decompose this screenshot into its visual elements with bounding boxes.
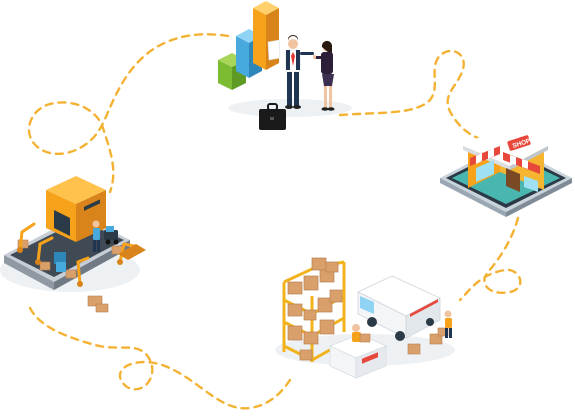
- business-meeting-icon: [218, 1, 352, 130]
- warehouse-delivery-icon: [275, 257, 455, 379]
- online-shop-tablet-icon: SHOP: [440, 126, 572, 217]
- factory-assembly-line-icon: [0, 176, 146, 313]
- dashed-route-path: [27, 33, 522, 410]
- shop-sign: [507, 135, 531, 151]
